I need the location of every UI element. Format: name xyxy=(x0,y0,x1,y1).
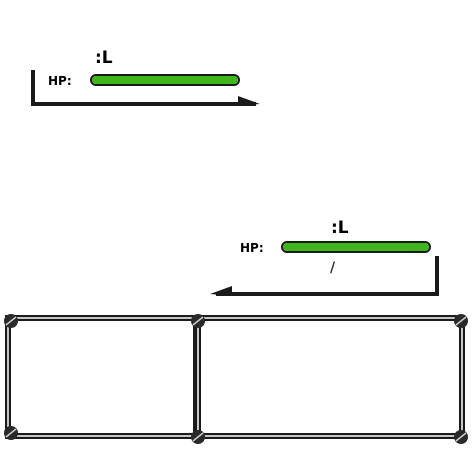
player-hp-label: HP: xyxy=(240,241,264,255)
enemy-hp-bar xyxy=(90,74,240,86)
bolt-icon xyxy=(454,430,468,444)
dialog-area xyxy=(0,304,474,454)
enemy-status-panel: :L HP: xyxy=(28,46,268,116)
player-panel-frame xyxy=(210,256,439,296)
bolt-icon xyxy=(191,430,205,444)
bolt-icon xyxy=(4,314,18,328)
player-hp-bar xyxy=(281,241,431,253)
bolt-icon xyxy=(191,314,205,328)
player-hp-fill xyxy=(283,243,429,251)
enemy-level: :L xyxy=(95,48,113,68)
enemy-hp-fill xyxy=(92,76,238,84)
enemy-hp-label: HP: xyxy=(48,74,72,88)
message-box xyxy=(5,315,199,439)
bolt-icon xyxy=(4,426,18,440)
player-hp-numbers: / xyxy=(330,260,336,276)
player-status-panel: :L HP: / xyxy=(208,212,444,304)
player-level: :L xyxy=(331,218,349,238)
dialog-frames xyxy=(4,314,468,444)
menu-box xyxy=(195,315,465,439)
enemy-panel-frame xyxy=(31,70,260,106)
corner-bolt-icons xyxy=(4,314,468,444)
bolt-icon xyxy=(454,314,468,328)
